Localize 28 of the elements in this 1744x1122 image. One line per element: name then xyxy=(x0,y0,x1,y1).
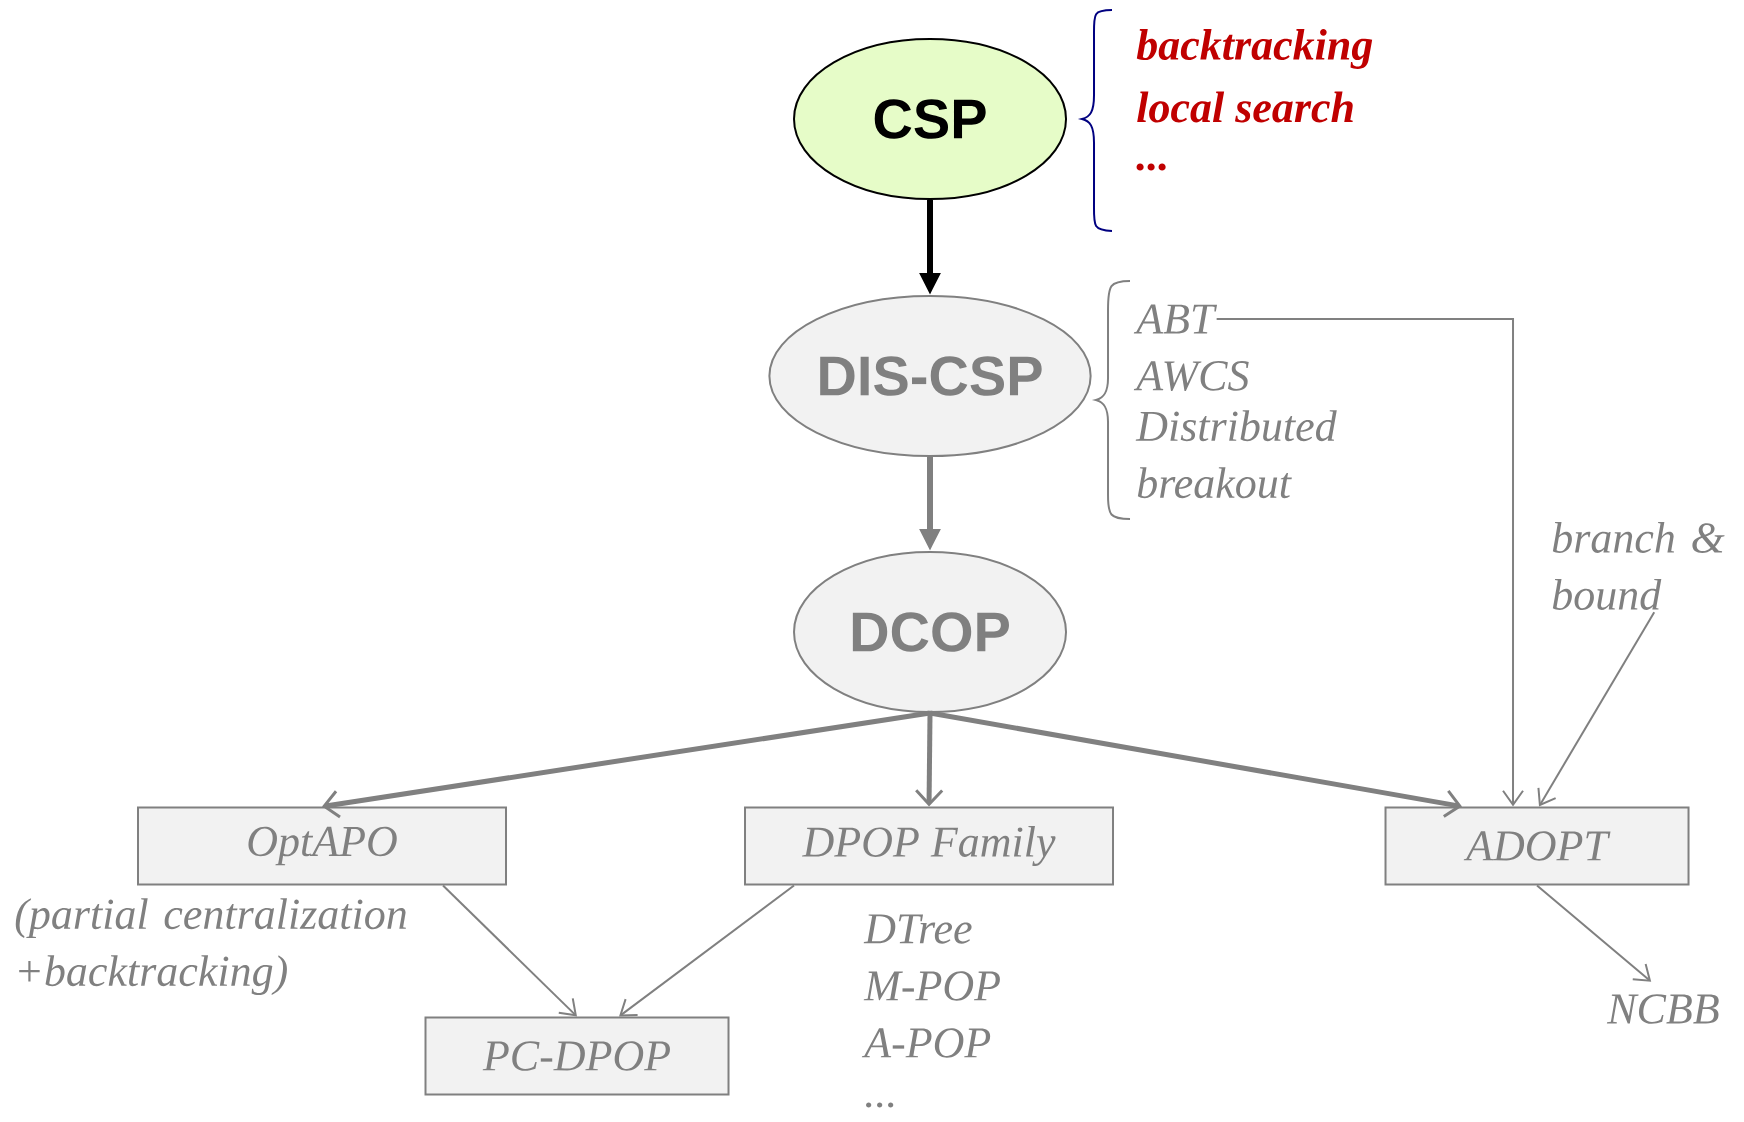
process-box: DPOP Family xyxy=(744,806,1114,886)
arrow xyxy=(1536,884,1652,982)
annotation-text: local search xyxy=(1137,91,1353,123)
annotation-text: ... xyxy=(866,1102,894,1108)
annotation-text: backtracking xyxy=(1136,29,1373,69)
arrow xyxy=(442,884,577,1017)
arrow xyxy=(1215,318,1524,807)
annotation-text: DTree xyxy=(863,914,972,944)
arrow xyxy=(1537,611,1656,807)
annotation-text: ... xyxy=(1136,163,1166,171)
ellipse-node: DCOP xyxy=(793,551,1067,713)
algorithm-name: ABT xyxy=(1133,304,1218,334)
arrow xyxy=(322,710,931,819)
arrow xyxy=(929,710,1463,818)
process-box: PC-DPOP xyxy=(424,1016,730,1096)
algorithm-name: AWCS xyxy=(1133,361,1249,391)
process-box: ADOPT xyxy=(1384,806,1690,886)
arrow xyxy=(915,712,944,807)
algorithm-name: NCBB xyxy=(1606,994,1719,1024)
annotation-text: (partial centralization +backtracking) xyxy=(15,898,406,996)
annotation-text: M-POP xyxy=(863,971,1000,1001)
ellipse-node: CSP xyxy=(793,38,1067,200)
process-box: OptAPO xyxy=(137,806,507,886)
arrow xyxy=(619,884,795,1017)
note-text: branch & bound xyxy=(1552,522,1725,611)
algorithm-name: Distributed breakout xyxy=(1135,410,1337,499)
annotation-text: A-POP xyxy=(861,1028,991,1058)
ellipse-node: DIS-CSP xyxy=(768,295,1092,457)
